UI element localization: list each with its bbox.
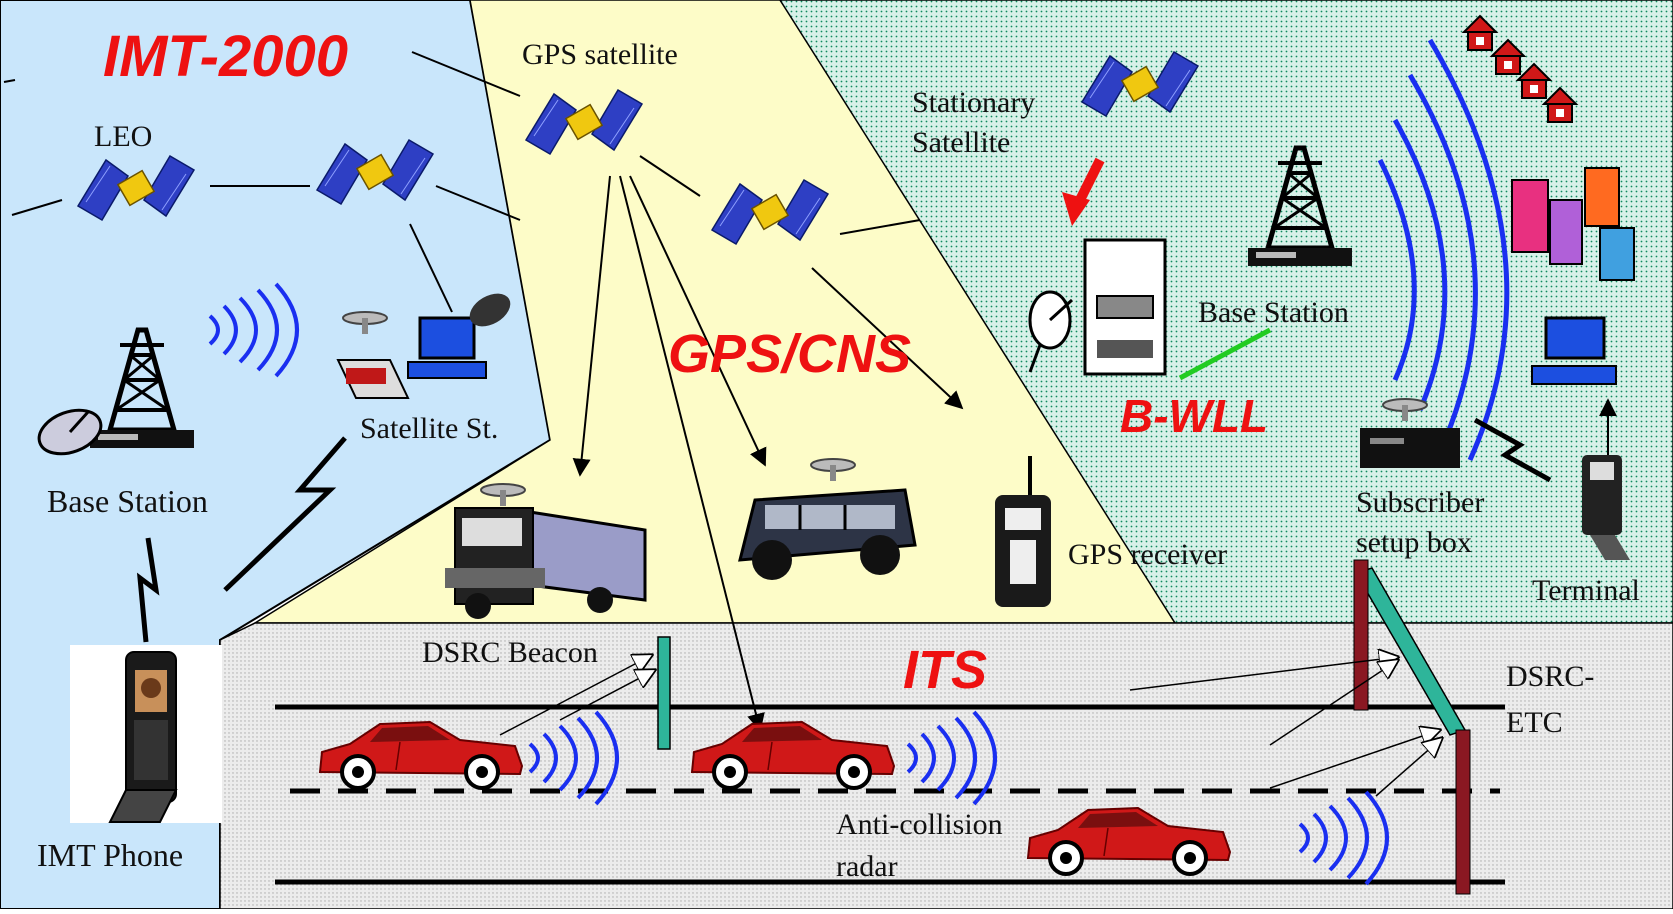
gps-arrow-receiver [811,267,964,410]
etc-arrow-2 [1269,660,1398,746]
station-phone-link [223,436,347,592]
dsrc-etc-label-2: ETC [1506,706,1563,739]
base-station-left-icon [37,330,194,456]
terminal-phone-icon [1582,455,1630,560]
base-station-right-label: Base Station [1198,296,1349,329]
gps-satellite-label: GPS satellite [522,38,678,71]
edge-tick [3,79,16,83]
subscriber-label-1: Subscriber [1356,486,1484,519]
anti-collision-label-1: Anti-collision [836,808,1003,841]
bwll-waves-icon [1377,38,1510,462]
stationary-satellite-label-2: Satellite [912,126,1010,159]
buildings-icon [1511,167,1635,281]
terminal-computer-icon [1531,316,1617,385]
etc-pole-2 [1455,729,1471,895]
dsrc-beacon-label: DSRC Beacon [422,636,598,669]
subscriber-link [1473,417,1552,483]
etc-arrow-1 [1129,657,1398,691]
etc-pole-1 [1353,559,1369,711]
ground-station-icon [1028,238,1167,376]
link-leo-station [409,223,453,313]
terminal-label: Terminal [1532,574,1640,607]
its-title: ITS [903,640,987,700]
anti-collision-label-2: radar [836,850,898,883]
base-phone-link [136,537,160,643]
bwll-title: B-WLL [1120,390,1268,442]
truck-icon [445,483,647,619]
dsrc-beacon-pole [657,636,671,750]
satellite-station-label: Satellite St. [360,412,498,445]
jeep-icon [738,458,917,580]
car-beacon-arrow-1 [499,655,652,736]
red-arrow-head-icon [1062,192,1090,226]
gps-title: GPS/CNS [668,324,911,384]
link-leo-gps [435,185,521,221]
green-link [1178,327,1272,381]
stationary-satellite-label-1: Stationary [912,86,1035,119]
link-imt-gps [411,51,521,97]
subscriber-label-2: setup box [1356,526,1472,559]
gps-receiver-icon [995,456,1051,607]
gps-arrow-jeep [629,175,767,467]
gps-receiver-label: GPS receiver [1068,538,1227,571]
base-station-left-label: Base Station [47,483,208,519]
etc-arrow-4 [1375,738,1442,797]
imt-title: IMT-2000 [103,24,348,89]
gps-arrow-car [619,175,765,732]
subscriber-box-icon [1360,398,1460,468]
car-beacon-arrow-2 [559,670,655,721]
link-gps-stationary [839,219,921,235]
link-gps-gps [639,155,701,197]
imt-phone-icon [70,645,222,823]
imt-phone-label: IMT Phone [37,837,183,873]
dsrc-etc-label-1: DSRC- [1506,660,1594,693]
etc-arrow-3 [1269,730,1440,789]
link-leo-left [11,199,63,216]
satellite-station-icon [336,293,511,399]
gps-arrow-truck [572,175,611,477]
leo-label: LEO [94,120,152,153]
